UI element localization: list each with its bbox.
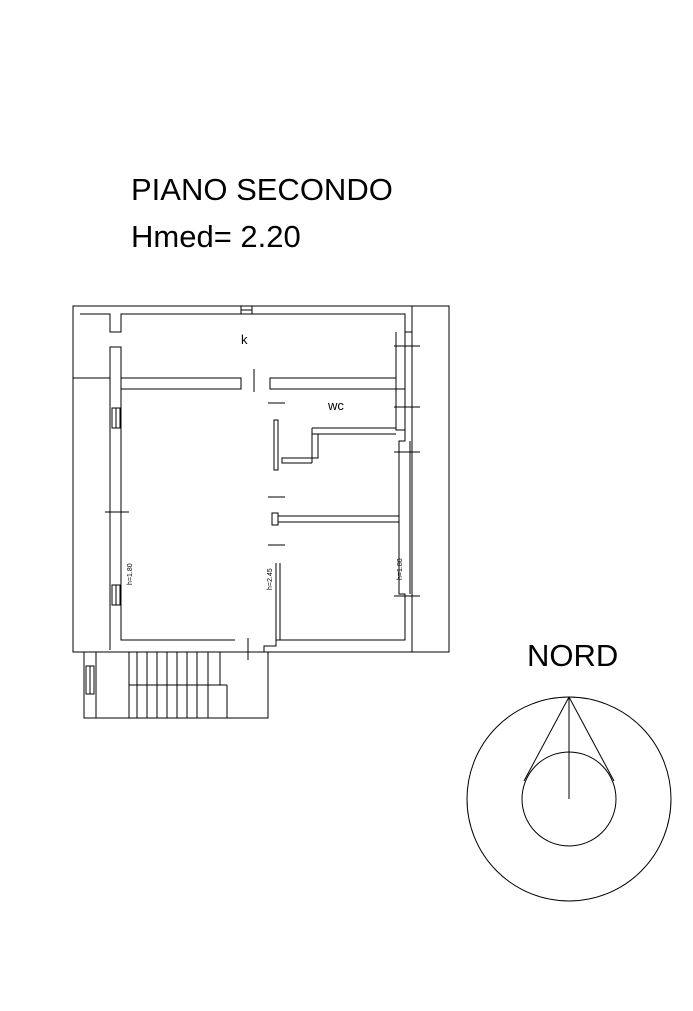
west-wall [109, 389, 235, 650]
staircase [83, 652, 269, 719]
compass-label: NORD [527, 638, 618, 673]
height-label-west: h=1.80 [127, 563, 134, 585]
wc-walls [281, 427, 396, 464]
room-label-kitchen: k [241, 332, 248, 347]
corner-block [73, 346, 122, 379]
bedroom-north-wall [271, 512, 400, 526]
stair-treads-lower [136, 685, 209, 718]
wc-west-wall [273, 419, 279, 471]
center-wall [263, 563, 281, 652]
north-compass [466, 696, 672, 902]
east-wall-upper [395, 332, 406, 431]
east-wall-lower [276, 430, 406, 641]
floor-plan: k wc h=1.80 h=2.45 h=1.80 [72, 305, 450, 660]
room-label-wc: wc [327, 398, 344, 413]
average-height-label: Hmed= 2.20 [131, 219, 301, 254]
kitchen-divider-right [269, 377, 397, 390]
stair-enclosure [83, 652, 269, 719]
north-inner-wall [80, 313, 241, 333]
height-label-east: h=1.80 [397, 558, 404, 580]
north-inner-wall-east [252, 306, 413, 333]
stair-treads-upper [136, 652, 209, 685]
plan-title: PIANO SECONDO [131, 172, 393, 207]
outer-boundary [72, 305, 450, 653]
kitchen-divider-left [109, 377, 242, 498]
height-label-center: h=2.45 [267, 568, 274, 590]
